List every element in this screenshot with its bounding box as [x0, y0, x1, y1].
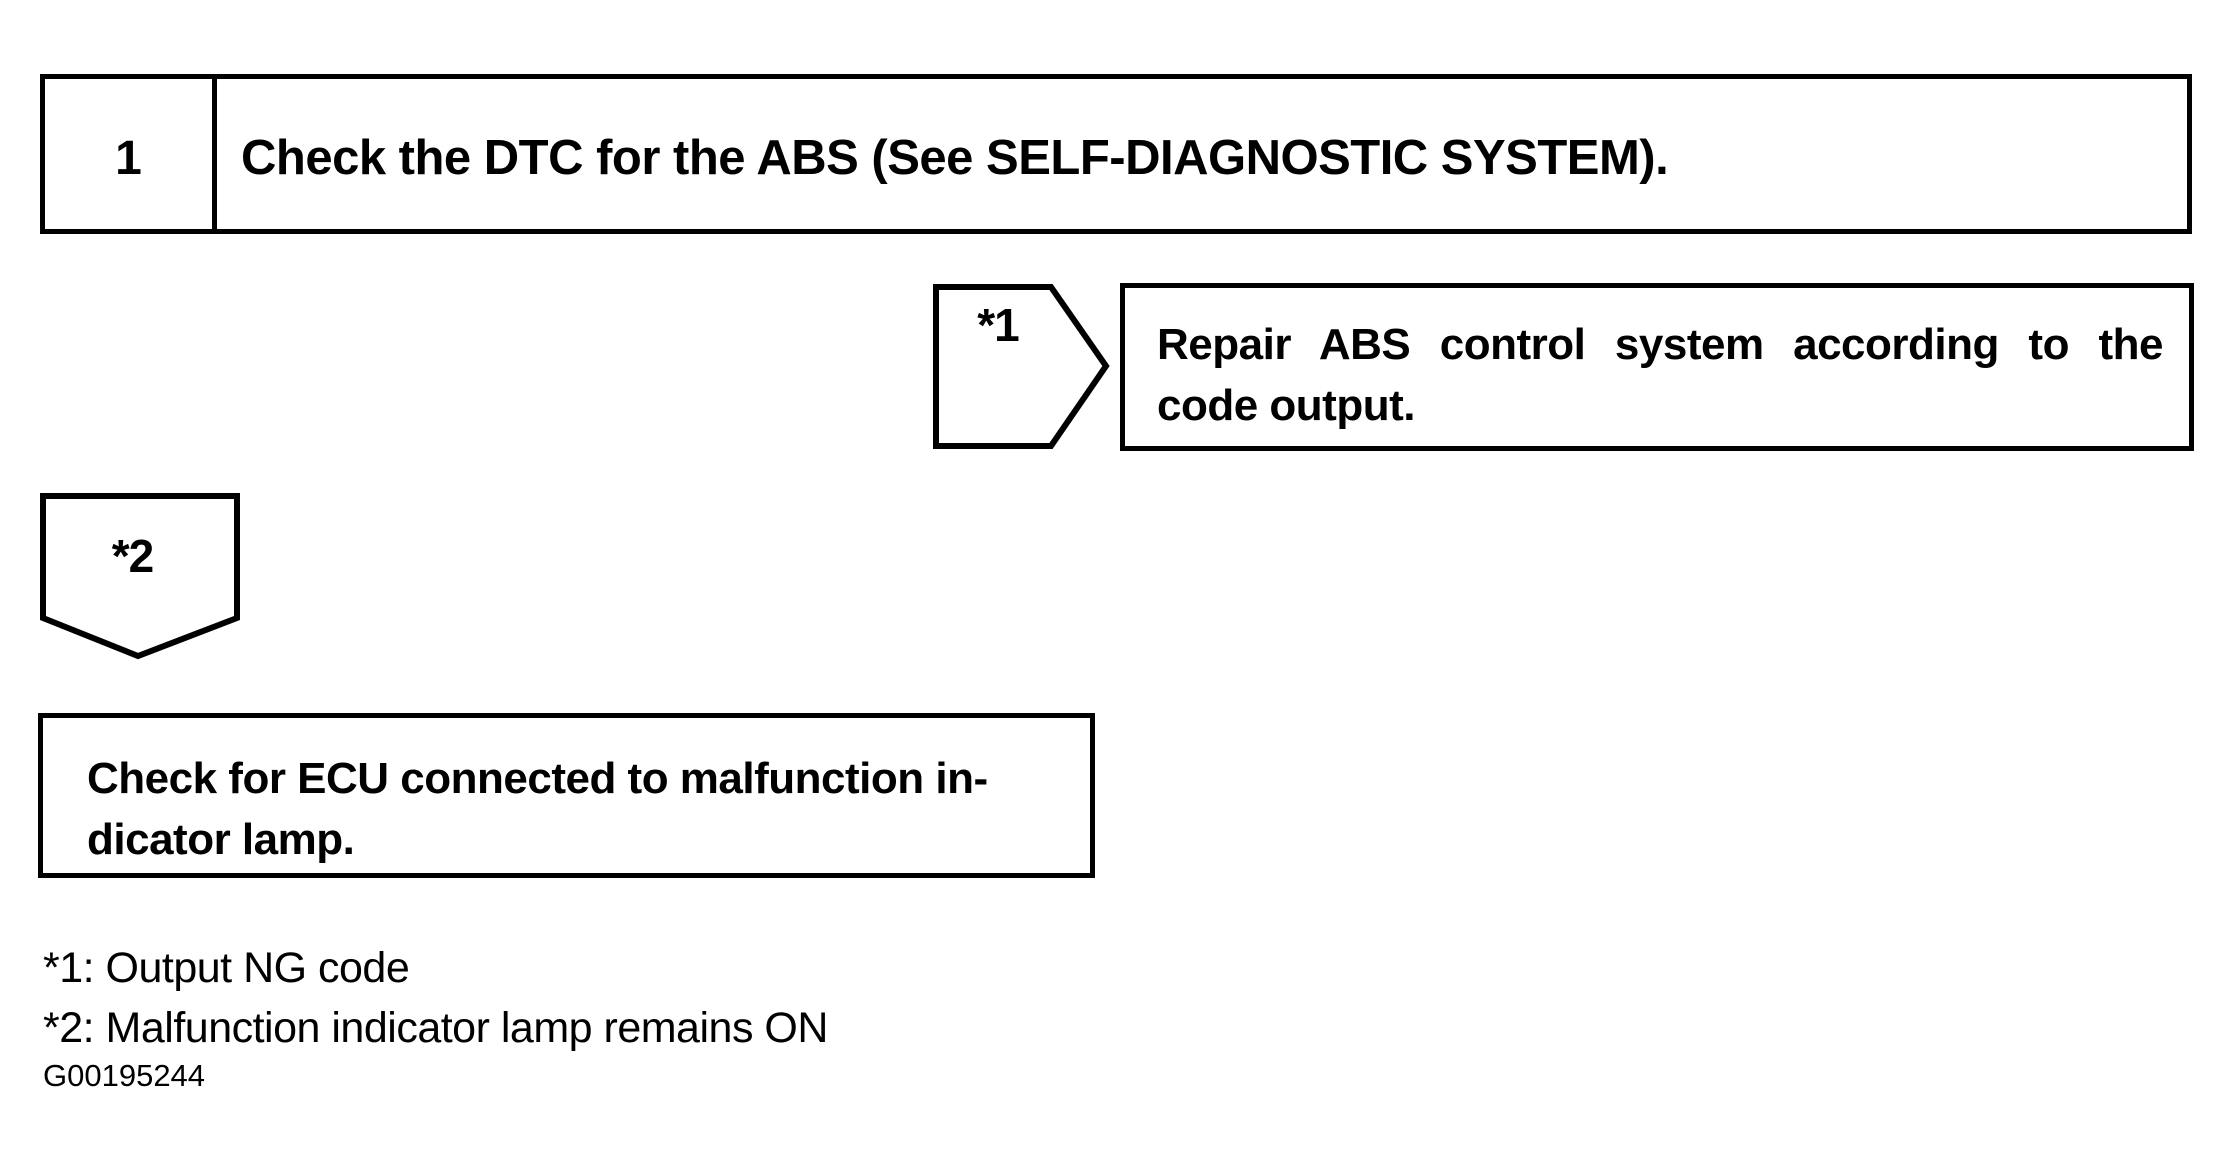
step-1-box: 1 Check the DTC for the ABS (See SELF-DI… [40, 74, 2192, 234]
step-instruction-text: Check the DTC for the ABS (See SELF-DIAG… [241, 131, 1669, 185]
repair-action-box: Repair ABS control system according to t… [1120, 283, 2194, 451]
step-number: 1 [45, 79, 217, 229]
pentagon-right-icon [933, 284, 1110, 449]
pentagon-right-shape [933, 284, 1110, 449]
footnote-1: *1: Output NG code [43, 944, 410, 992]
check-ecu-box: Check for ECU connected to malfunction i… [38, 713, 1095, 878]
figure-id: G00195244 [43, 1058, 206, 1093]
footnote-2: *2: Malfunction indicator lamp remains O… [43, 1004, 828, 1052]
connector-1: *1 [933, 284, 1110, 449]
repair-text-line-1: Repair ABS control system according to t… [1157, 320, 2164, 369]
connector-1-label: *1 [977, 299, 1019, 351]
connector-2: *2 [40, 493, 240, 660]
check-text-line-2: dicator lamp. [87, 815, 355, 864]
repair-text-line-2: code output. [1157, 381, 1415, 430]
pentagon-down-shape [40, 493, 240, 660]
connector-2-label: *2 [111, 530, 154, 582]
check-text-line-1: Check for ECU connected to malfunction i… [87, 754, 988, 803]
pentagon-down-icon [40, 493, 240, 660]
